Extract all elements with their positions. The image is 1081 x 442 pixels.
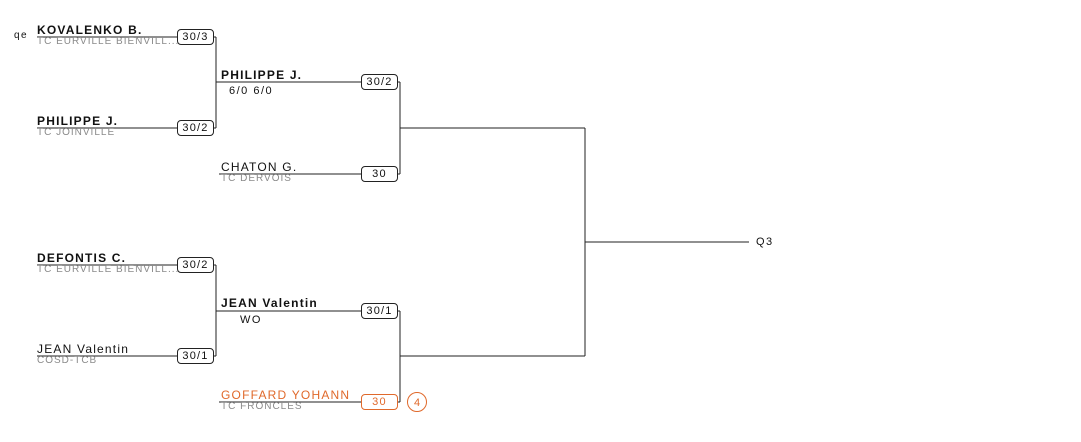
player-name: CHATON G. [221, 160, 298, 174]
rank-badge: 30 [361, 394, 398, 410]
rank-badge: 30/3 [177, 29, 214, 45]
rank-badge: 30/1 [177, 348, 214, 364]
rank-badge: 30/2 [177, 257, 214, 273]
match-score: 6/0 6/0 [229, 85, 274, 97]
player-name: JEAN Valentin [37, 342, 130, 356]
rank-badge: 30/1 [361, 303, 398, 319]
player-club: TC EURVILLE BIENVILL... [37, 264, 180, 275]
player-club: COSD-TCB [37, 355, 98, 366]
rank-badge: 30 [361, 166, 398, 182]
player-name: GOFFARD YOHANN [221, 388, 351, 402]
player-club: TC DERVOIS [221, 173, 292, 184]
player-club: TC JOINVILLE [37, 127, 116, 138]
rank-badge: 30/2 [361, 74, 398, 90]
entry-prefix: qe [14, 30, 29, 41]
winner-name: PHILIPPE J. [221, 68, 303, 82]
qualifier-label: Q3 [756, 236, 774, 248]
seed-badge: 4 [407, 392, 427, 412]
player-club: TC EURVILLE BIENVILL... [37, 36, 180, 47]
player-club: TC FRONCLES [221, 401, 303, 412]
player-name: DEFONTIS C. [37, 251, 127, 265]
winner-name: JEAN Valentin [221, 296, 318, 310]
rank-badge: 30/2 [177, 120, 214, 136]
player-name: KOVALENKO B. [37, 23, 143, 37]
match-score: WO [240, 314, 262, 326]
player-name: PHILIPPE J. [37, 114, 119, 128]
